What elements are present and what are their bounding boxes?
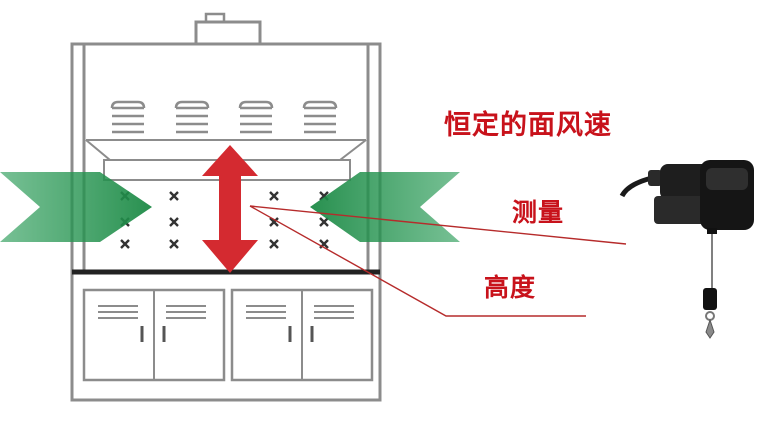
label-measure: 测量 bbox=[512, 198, 565, 227]
label-constant-face-velocity: 恒定的面风速 bbox=[444, 110, 612, 141]
vent-2 bbox=[174, 100, 210, 134]
louvre-vents bbox=[110, 100, 338, 134]
cabinet-door-details bbox=[98, 305, 354, 342]
vent-4 bbox=[302, 100, 338, 134]
double-arrow-vertical-icon bbox=[202, 145, 258, 273]
draw-wire-sensor-icon bbox=[619, 160, 754, 339]
pointer-lines bbox=[249, 205, 627, 317]
airflow-arrow-right-icon bbox=[0, 172, 152, 242]
fume-hood-icon bbox=[70, 12, 382, 402]
label-height: 高度 bbox=[484, 273, 537, 302]
vent-3 bbox=[238, 100, 274, 134]
airflow-arrow-left-icon bbox=[310, 172, 460, 242]
vent-1 bbox=[110, 100, 146, 134]
